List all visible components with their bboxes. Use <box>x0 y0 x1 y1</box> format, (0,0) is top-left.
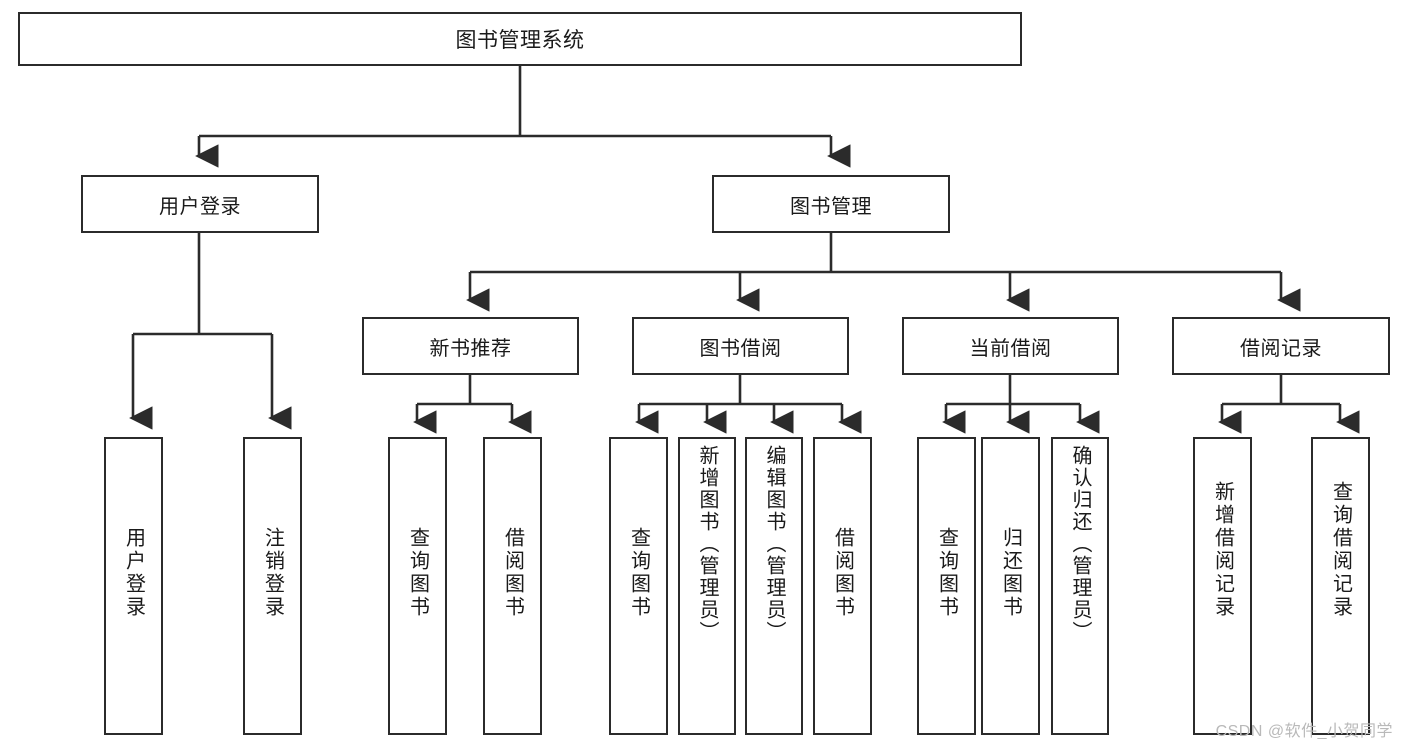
leaf-current-borrow-return[interactable]: 归还图书 <box>981 437 1040 735</box>
node-new-book-recommend[interactable]: 新书推荐 <box>362 317 579 375</box>
leaf-book-borrow-query[interactable]: 查询图书 <box>609 437 668 735</box>
watermark-text: CSDN @软件_小贺同学 <box>1215 723 1393 740</box>
node-book-management[interactable]: 图书管理 <box>712 175 950 233</box>
leaf-book-borrow-edit-label: 编辑图书（管理员） <box>763 445 785 643</box>
node-current-borrow[interactable]: 当前借阅 <box>902 317 1119 375</box>
leaf-new-book-borrow[interactable]: 借阅图书 <box>483 437 542 735</box>
node-user-login[interactable]: 用户登录 <box>81 175 319 233</box>
leaf-current-borrow-query[interactable]: 查询图书 <box>917 437 976 735</box>
leaf-borrow-record-add-label: 新增借阅记录 <box>1211 481 1234 619</box>
leaf-current-borrow-return-label: 归还图书 <box>999 527 1022 619</box>
node-book-borrow[interactable]: 图书借阅 <box>632 317 849 375</box>
leaf-book-borrow-borrow-label: 借阅图书 <box>831 527 854 619</box>
leaf-user-login-logout[interactable]: 注销登录 <box>243 437 302 735</box>
leaf-new-book-query-label: 查询图书 <box>406 527 429 619</box>
node-book-management-label: 图书管理 <box>790 195 872 218</box>
node-book-borrow-label: 图书借阅 <box>699 337 782 360</box>
leaf-user-login-logout-label: 注销登录 <box>261 527 284 619</box>
leaf-book-borrow-edit[interactable]: 编辑图书（管理员） <box>745 437 803 735</box>
node-borrow-record-label: 借阅记录 <box>1240 337 1322 360</box>
node-borrow-record[interactable]: 借阅记录 <box>1172 317 1390 375</box>
leaf-current-borrow-confirm-label: 确认归还（管理员） <box>1069 445 1091 643</box>
node-current-borrow-label: 当前借阅 <box>969 337 1052 360</box>
leaf-new-book-query[interactable]: 查询图书 <box>388 437 447 735</box>
leaf-book-borrow-query-label: 查询图书 <box>627 527 650 619</box>
node-root[interactable]: 图书管理系统 <box>18 12 1022 66</box>
leaf-borrow-record-add[interactable]: 新增借阅记录 <box>1193 437 1252 735</box>
leaf-user-login-login[interactable]: 用户登录 <box>104 437 163 735</box>
leaf-book-borrow-add-label: 新增图书（管理员） <box>696 445 718 643</box>
leaf-borrow-record-query[interactable]: 查询借阅记录 <box>1311 437 1370 735</box>
node-root-label: 图书管理系统 <box>455 29 585 52</box>
leaf-current-borrow-query-label: 查询图书 <box>935 527 958 619</box>
leaf-book-borrow-add[interactable]: 新增图书（管理员） <box>678 437 736 735</box>
leaf-current-borrow-confirm[interactable]: 确认归还（管理员） <box>1051 437 1109 735</box>
leaf-user-login-login-label: 用户登录 <box>122 527 145 619</box>
leaf-new-book-borrow-label: 借阅图书 <box>501 527 524 619</box>
leaf-book-borrow-borrow[interactable]: 借阅图书 <box>813 437 872 735</box>
node-new-book-recommend-label: 新书推荐 <box>429 337 512 360</box>
node-user-login-label: 用户登录 <box>159 195 241 218</box>
leaf-borrow-record-query-label: 查询借阅记录 <box>1329 481 1352 619</box>
